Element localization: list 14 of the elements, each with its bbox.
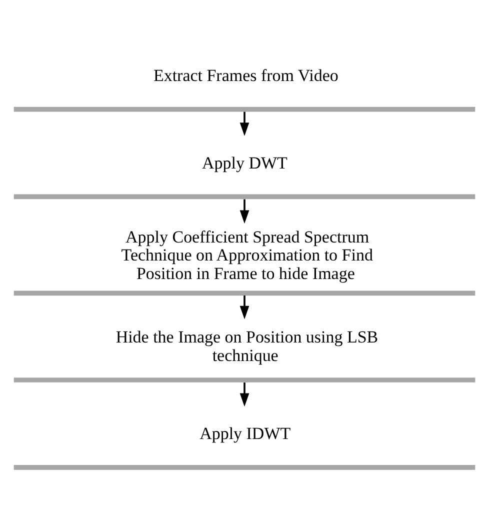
node-label: Apply DWT: [202, 152, 287, 172]
arrow: [239, 111, 249, 136]
node-box: [13, 290, 475, 296]
node-box: [13, 194, 475, 199]
node-box: [13, 377, 475, 382]
node-box: [13, 106, 475, 112]
node-label: Apply IDWT: [199, 424, 290, 443]
node-label: Extract Frames from Video: [152, 66, 338, 85]
arrow: [239, 295, 249, 319]
node-label: Hide the Image on Position using LSB technique: [115, 327, 378, 364]
node-box: [13, 464, 475, 470]
node-label: Apply Coefficient Spread Spectrum Technique on Approximation to Find Position in Frame to hide Image: [120, 226, 372, 282]
arrow: [239, 382, 249, 406]
arrow: [239, 198, 249, 224]
